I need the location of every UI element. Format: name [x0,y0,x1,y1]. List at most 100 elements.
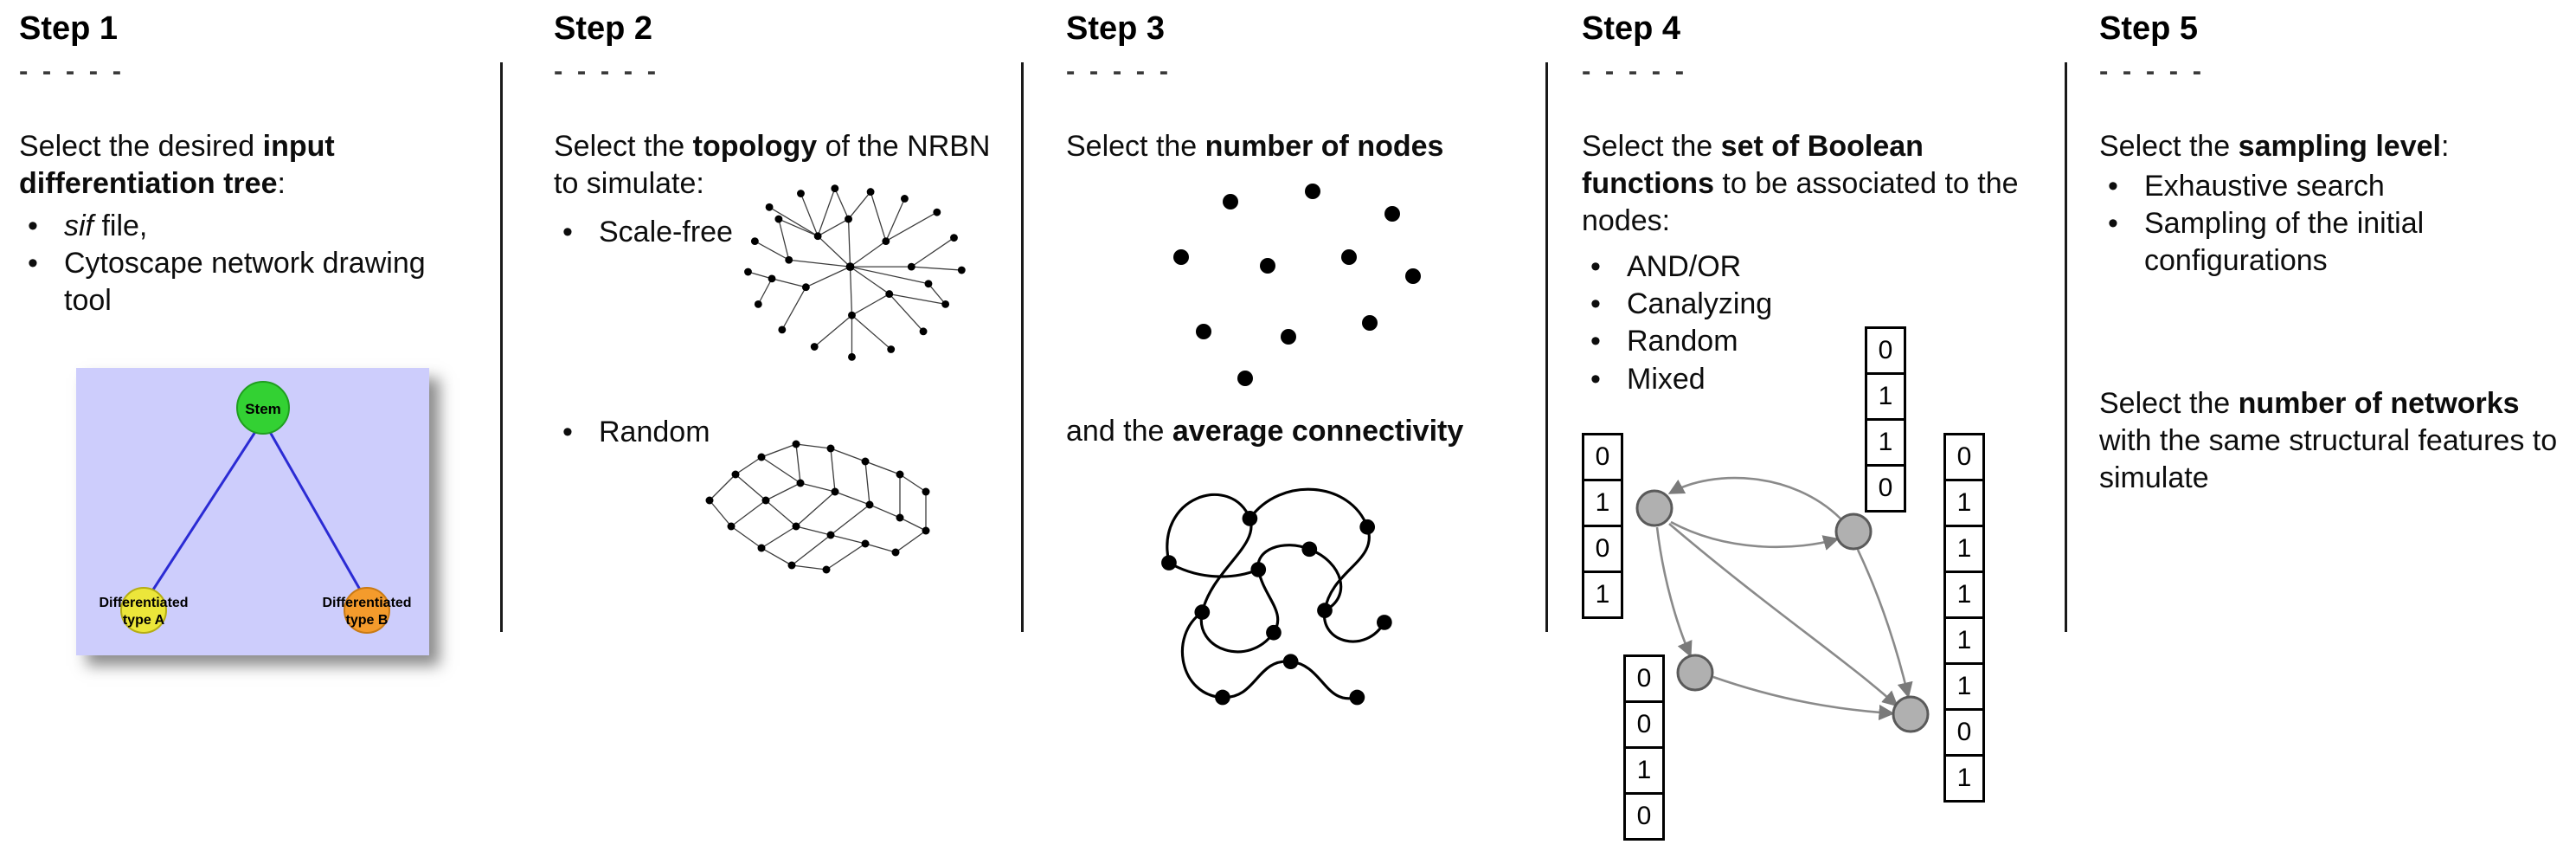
tangle-edges [1166,487,1386,700]
scale-free-edges [748,188,962,358]
truth-table-cell: 1 [1623,746,1665,795]
step1-intro: Select the desired input differentiation… [19,128,426,203]
truth-table-bottom: 0 0 1 0 [1623,654,1665,841]
text-segment-bold: number of nodes [1204,130,1444,163]
scale-free-network-svg [744,184,966,361]
truth-table-cell: 0 [1943,708,1985,757]
gene-node [1892,695,1930,733]
text-segment: Select the [1066,130,1205,163]
list-item: • Cytoscape network drawing tool [19,245,426,319]
bullet-marker: • [1590,287,1601,321]
text-segment-bold: number of networks [2238,387,2520,420]
truth-table-cell: 1 [1865,418,1906,467]
scale-free-nodes [744,184,966,361]
column-divider [500,62,503,632]
bullet-marker: • [562,416,573,448]
step-column-2: Step 2 - - - - - Select the topology of … [554,0,991,851]
list-item: • Scale-free [554,214,770,251]
step3-connectivity-text: and the average connectivity [1066,413,1507,450]
scale-free-network-illustration [723,173,978,377]
bullet-marker: • [28,210,38,242]
truth-table-cell: 1 [1943,525,1985,573]
type-b-label-line2: type B [346,613,389,628]
stem-node [236,381,290,435]
list-item: • Mixed [1582,361,1928,398]
network-arrows [1655,476,1913,721]
list-item: • Random [554,414,770,451]
step-column-3: Step 3 - - - - - Select the number of no… [1066,0,1507,851]
text-segment-bold: average connectivity [1172,415,1464,448]
truth-table-cell: 0 [1865,326,1906,375]
truth-table-cell: 1 [1943,754,1985,803]
text-segment: file, [93,210,148,242]
text-segment: : [2440,130,2450,163]
connectivity-tangle-svg [1161,487,1392,706]
truth-table-cell: 0 [1623,700,1665,749]
truth-table-top: 0 1 1 0 [1865,326,1906,513]
random-edges [709,443,927,571]
list-item: • AND/OR [1582,248,1928,286]
bullet-marker: • [2108,170,2118,203]
gene-node [1635,489,1673,527]
step3-dashes: - - - - - [1066,55,1172,86]
list-item: • Exhaustive search [2099,168,2558,205]
list-item: • Canalyzing [1582,286,1928,323]
bullet-marker: • [562,216,573,248]
scatter-dots [1173,184,1421,386]
text-segment: Select the [2099,387,2239,420]
tree-edges [144,419,369,603]
step-column-5: Step 5 - - - - - Select the sampling lev… [2099,0,2558,851]
step2-title: Step 2 [554,10,653,47]
text-segment-bold: sampling level [2238,130,2441,163]
step5-title: Step 5 [2099,10,2199,47]
bullet-marker: • [1590,362,1601,396]
differentiation-tree-image: Stem Differentiated type A Differentiate… [76,368,429,655]
truth-table-left: 0 1 0 1 [1582,433,1623,619]
step2-dashes: - - - - - [554,55,660,86]
truth-table-cell: 1 [1943,616,1985,665]
step-column-1: Step 1 - - - - - Select the desired inpu… [19,0,429,851]
column-divider [2065,62,2067,632]
bullet-text: Random [1627,325,1738,358]
truth-table-cell: 1 [1582,479,1623,527]
step5-intro: Select the sampling level: [2099,128,2558,165]
column-divider [1021,62,1024,632]
bullet-text: Random [599,416,710,448]
type-a-label-line2: type A [123,613,165,628]
network-nodes [1635,489,1930,733]
step3-intro: Select the number of nodes [1066,128,1507,165]
type-b-node [344,587,390,634]
truth-table-cell: 1 [1943,662,1985,711]
truth-table-cell: 0 [1623,654,1665,703]
bullet-marker: • [28,247,38,280]
type-a-label-line1: Differentiated [99,596,188,610]
text-segment: Select the [2099,130,2239,163]
step2-intro: Select the topology of the NRBN to simul… [554,128,991,203]
random-nodes [705,440,930,574]
truth-table-cell: 0 [1582,525,1623,573]
truth-table-cell: 0 [1582,433,1623,481]
truth-table-cell: 0 [1943,433,1985,481]
type-a-node [120,587,167,634]
text-segment: Select the desired [19,130,263,163]
boolean-network-illustration: 0 1 1 0 0 1 0 1 0 1 1 1 1 1 0 1 [1582,322,2023,850]
bullet-text: AND/OR [1627,250,1742,283]
text-segment: of the NRBN to simulate: [554,130,991,201]
step1-bullet-list: • sif file, • Cytoscape network drawing … [19,208,426,320]
text-segment: with the same structural features to sim… [2099,424,2558,495]
connectivity-tangle-illustration [1128,461,1414,729]
bullet-text: Mixed [1627,362,1706,396]
step3-title: Step 3 [1066,10,1166,47]
differentiation-tree-svg: Stem Differentiated type A Differentiate… [76,368,429,655]
nodes-scatter-illustration [1148,177,1434,398]
random-network-illustration [684,396,943,587]
list-item: • Random [1582,323,1928,360]
step-column-4: Step 4 - - - - - Select the set of Boole… [1582,0,2023,851]
text-segment: Select the [554,130,693,163]
step5-dashes: - - - - - [2099,55,2206,86]
list-item: • Sampling of the initial configurations [2099,205,2558,280]
truth-table-cell: 1 [1943,571,1985,619]
list-item: • sif file, [19,208,426,245]
tangle-nodes [1161,511,1392,706]
step1-title: Step 1 [19,10,119,47]
